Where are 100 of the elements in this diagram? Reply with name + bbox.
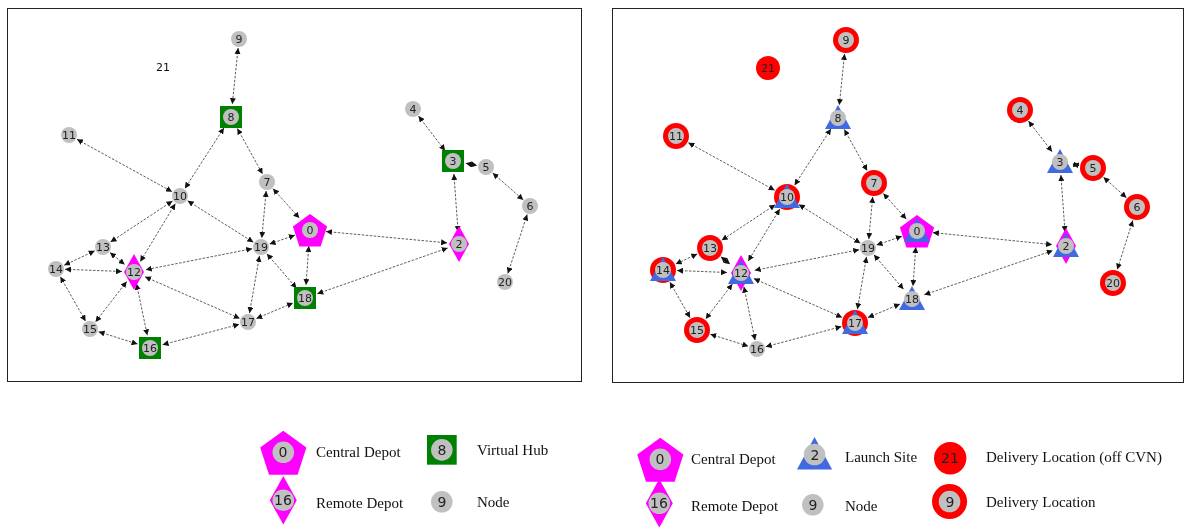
arrow [492, 172, 524, 201]
legend-number: 0 [278, 445, 288, 459]
node-number: 18 [298, 292, 312, 304]
arrow [1103, 176, 1127, 199]
node-number: 10 [780, 191, 794, 203]
arrow [798, 204, 861, 244]
node-number: 19 [254, 241, 268, 253]
delivery-ring [1007, 97, 1033, 123]
node-number: 21 [761, 62, 775, 74]
arrow [1058, 174, 1068, 233]
node-number: 8 [834, 112, 842, 124]
arrow [754, 247, 860, 273]
node-number: 7 [870, 177, 878, 189]
arrow [836, 53, 847, 106]
delivery-ring [684, 317, 710, 343]
node-number: 12 [127, 266, 141, 278]
delivery-circle [756, 56, 780, 80]
arrow [184, 127, 225, 189]
node-number: 13 [96, 241, 110, 253]
launch-triangle [1047, 149, 1073, 175]
arrow [98, 330, 138, 346]
arrow [932, 230, 1053, 247]
node-number: 20 [1106, 277, 1120, 289]
hub-square [442, 150, 464, 172]
node-number: 17 [241, 316, 255, 328]
node-number: 21 [156, 61, 170, 73]
arrow [765, 325, 842, 349]
arrow [855, 256, 869, 310]
delivery-ring [663, 123, 689, 149]
delivery-ring [861, 170, 887, 196]
arrow [145, 246, 253, 272]
delivery-ring [1080, 155, 1106, 181]
node-number: 19 [861, 242, 875, 254]
arrow [742, 286, 757, 341]
arrow [753, 278, 843, 318]
arrow [876, 235, 903, 246]
arrow [747, 208, 781, 262]
arrow [1072, 161, 1080, 169]
node-circle [259, 174, 275, 190]
arrow [247, 255, 262, 314]
node-number: 15 [690, 324, 704, 336]
arrow [465, 161, 478, 168]
delivery-launch-marker [842, 310, 868, 336]
node-number: 8 [227, 111, 235, 123]
node-number: 11 [669, 130, 683, 142]
legend-number: 16 [650, 496, 668, 510]
arrow [139, 203, 176, 263]
legend-label: Remote Depot [316, 494, 404, 512]
legend-number: 9 [437, 495, 447, 509]
legend-label: Central Depot [316, 443, 401, 461]
node-number: 2 [1062, 240, 1070, 252]
node-number: 9 [842, 34, 850, 46]
node-number: 16 [750, 343, 764, 355]
legend-number: 8 [437, 443, 447, 457]
node-number: 17 [848, 317, 862, 329]
node-number: 15 [83, 323, 97, 335]
arrow [325, 229, 448, 246]
node-number: 4 [1016, 104, 1024, 116]
arrow [269, 234, 296, 245]
node-number: 13 [703, 242, 717, 254]
node-number: 12 [734, 267, 748, 279]
delivery-ring [697, 235, 723, 261]
arrow [709, 333, 749, 348]
legend-label: Virtual Hub [477, 441, 549, 459]
node-number: 18 [905, 293, 919, 305]
node-number: 16 [143, 342, 157, 354]
legend-label: Launch Site [845, 448, 918, 466]
node-number: 3 [1056, 156, 1064, 168]
legend-label: Central Depot [691, 450, 776, 468]
legend-number: 16 [274, 493, 292, 507]
arrow [229, 47, 241, 105]
arrow [63, 250, 96, 266]
arrow [1028, 120, 1053, 153]
arrow [76, 138, 173, 193]
arrow [109, 252, 126, 265]
node-number: 7 [263, 176, 271, 188]
node-number: 9 [235, 33, 243, 45]
arrow [676, 267, 728, 276]
legend-number: 0 [655, 452, 665, 466]
node-number: 14 [49, 263, 63, 275]
delivery-ring [1100, 270, 1126, 296]
arrow [162, 322, 240, 347]
arrow [866, 196, 876, 240]
arrow [687, 142, 776, 191]
hub-square [220, 106, 242, 128]
legend-number: 2 [810, 448, 820, 462]
node-number: 20 [498, 276, 512, 288]
node-circle [231, 31, 247, 47]
hub-square [139, 337, 161, 359]
depot-pentagon [899, 213, 935, 249]
arrow [60, 276, 86, 322]
node-circle [478, 159, 494, 175]
node-number: 5 [482, 161, 490, 173]
node-circle [405, 101, 421, 117]
node-number: 6 [1133, 201, 1141, 213]
node-number: 6 [526, 200, 534, 212]
launch-triangle [825, 105, 851, 131]
arrow [669, 281, 691, 319]
legend-label: Delivery Location [986, 493, 1096, 511]
legend-label: Node [845, 497, 878, 515]
